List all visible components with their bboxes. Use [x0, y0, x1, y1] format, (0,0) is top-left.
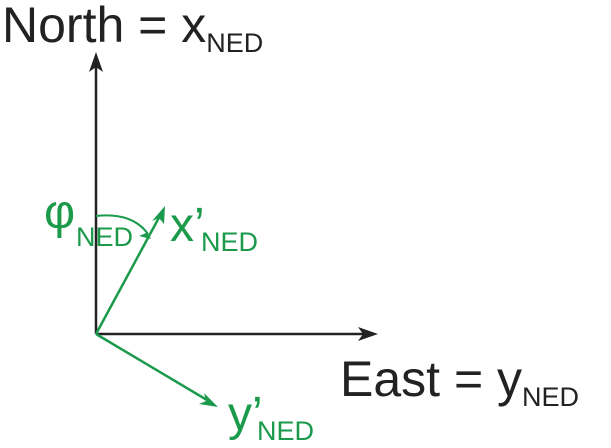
phi-label-sub: NED — [76, 222, 133, 252]
east-arrowhead — [358, 327, 378, 341]
east-label-main: East = y — [340, 351, 522, 407]
north-arrowhead — [89, 52, 103, 72]
x-prime-label: x’NED — [170, 199, 258, 257]
east-label-sub: NED — [522, 382, 579, 412]
y-prime-label-sub: NED — [257, 416, 314, 446]
x-prime-arrowhead — [152, 206, 165, 224]
north-label-main: North = x — [2, 0, 206, 53]
x-prime-label-sub: NED — [201, 227, 258, 257]
x-prime-axis-arrow — [94, 211, 164, 335]
east-label: East = yNED — [340, 351, 579, 412]
y-prime-arrowhead — [199, 393, 218, 407]
north-label: North = xNED — [2, 0, 263, 58]
phi-arc-arrowhead — [139, 226, 151, 239]
y-prime-label: y’NED — [228, 388, 314, 446]
y-prime-axis-arrow — [95, 332, 213, 405]
x-prime-label-main: x’ — [170, 199, 205, 252]
phi-label: φNED — [44, 186, 133, 252]
phi-label-main: φ — [44, 186, 75, 239]
north-label-sub: NED — [206, 28, 263, 58]
y-prime-label-main: y’ — [228, 388, 263, 441]
